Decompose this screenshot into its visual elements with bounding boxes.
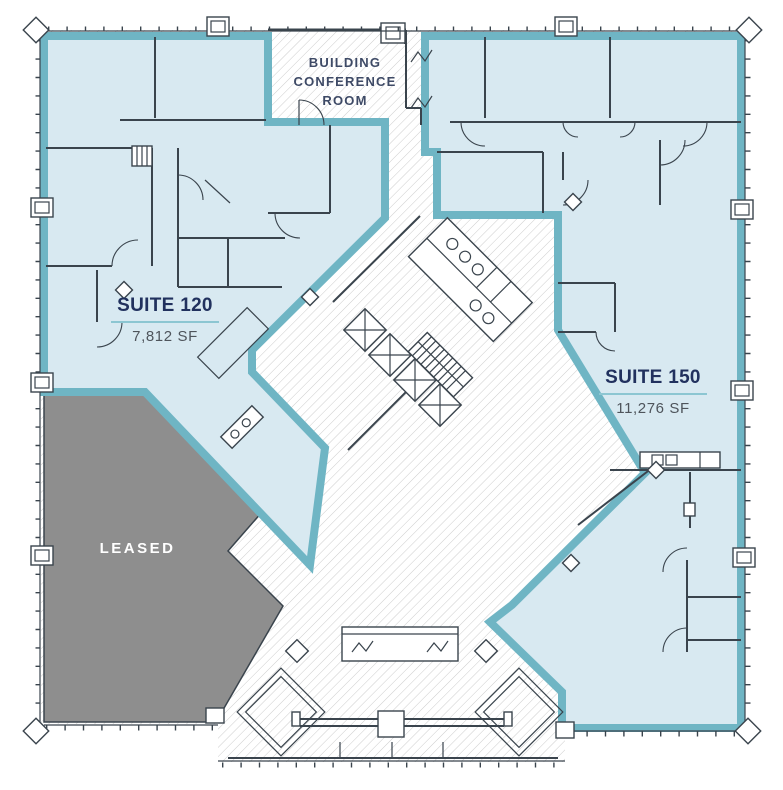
conference-room-label: BUILDING CONFERENCE ROOM [293,55,397,108]
suite-150-area: 11,276 SF [616,400,690,417]
suite-150-interior-walls [437,37,741,653]
small-diamond-columns [114,192,666,664]
entrance-vestibule [341,626,459,662]
leased-label: LEASED [99,540,176,557]
corner-markers [22,16,763,745]
core-details [332,215,534,451]
suite-120-area: 7,812 SF [132,328,198,345]
stairs [407,331,474,398]
entry-railing [291,710,513,758]
planter-right [474,667,564,757]
suite-120-label: SUITE 120 7,812 SF [90,295,240,345]
suite-120-underline [111,321,219,323]
suite-150-region [421,32,745,732]
columns [30,16,756,739]
suite-150-name: SUITE 150 [605,367,701,388]
suite-150-label: SUITE 150 11,276 SF [578,367,728,417]
suite-150-underline [599,393,707,395]
planter-left [236,667,326,757]
suite-120-name: SUITE 120 [117,295,213,316]
lobby-details [236,626,564,758]
suite-120-region [40,32,389,574]
suite-120-interior-walls [46,37,331,450]
restrooms [407,216,534,343]
